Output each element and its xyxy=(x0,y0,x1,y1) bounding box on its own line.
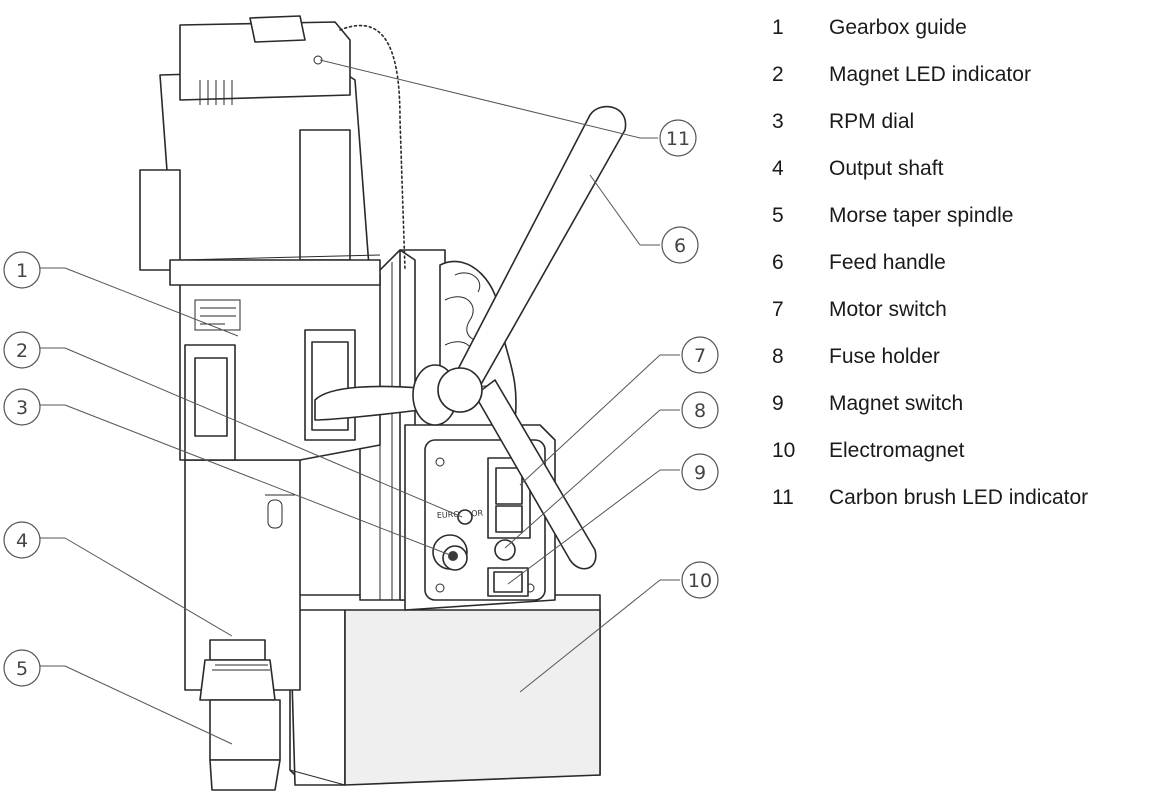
gearbox xyxy=(179,274,381,461)
parts-legend: 1 Gearbox guide 2 Magnet LED indicator 3 RP… xyxy=(772,14,1167,531)
legend-label: Morse taper spindle xyxy=(829,204,1014,227)
power-cable xyxy=(339,24,406,271)
svg-text:10: 10 xyxy=(688,570,712,592)
callout-bubble-10: 10 xyxy=(681,561,719,599)
svg-text:6: 6 xyxy=(674,235,686,257)
callout-bubble-1: 1 xyxy=(3,251,41,289)
callout-bubble-9: 9 xyxy=(681,453,719,491)
legend-item: 11 Carbon brush LED indicator xyxy=(772,484,1167,531)
legend-label: RPM dial xyxy=(829,110,915,133)
spindle-assembly xyxy=(184,459,301,791)
callout-bubble-5: 5 xyxy=(3,649,41,687)
svg-text:3: 3 xyxy=(16,397,28,419)
legend-item: 2 Magnet LED indicator xyxy=(772,61,1167,108)
control-panel: EUROBOOR xyxy=(404,424,556,611)
fuse-holder-shape xyxy=(494,539,516,561)
legend-label: Fuse holder xyxy=(829,345,940,368)
legend-item: 7 Motor switch xyxy=(772,296,1167,343)
legend-number: 11 xyxy=(772,486,794,509)
legend-label: Carbon brush LED indicator xyxy=(829,486,1089,509)
legend-label: Magnet LED indicator xyxy=(829,63,1031,86)
leader-lines xyxy=(27,59,680,745)
svg-text:1: 1 xyxy=(16,260,28,282)
legend-number: 5 xyxy=(772,204,784,227)
callout-bubble-3: 3 xyxy=(3,388,41,426)
svg-text:8: 8 xyxy=(694,400,706,422)
svg-text:5: 5 xyxy=(16,658,28,680)
svg-text:9: 9 xyxy=(694,462,706,484)
legend-number: 4 xyxy=(772,157,784,180)
electromagnet-base xyxy=(289,594,601,786)
rpm-dial-shape xyxy=(432,534,468,571)
legend-label: Magnet switch xyxy=(829,392,964,415)
callout-bubble-6: 6 xyxy=(661,226,699,264)
legend-label: Motor switch xyxy=(829,298,947,321)
svg-text:11: 11 xyxy=(666,128,690,150)
svg-text:7: 7 xyxy=(694,345,706,367)
callout-bubble-2: 2 xyxy=(3,331,41,369)
legend-item: 6 Feed handle xyxy=(772,249,1167,296)
legend-item: 3 RPM dial xyxy=(772,108,1167,155)
legend-item: 5 Morse taper spindle xyxy=(772,202,1167,249)
legend-label: Feed handle xyxy=(829,251,946,274)
legend-item: 10 Electromagnet xyxy=(772,437,1167,484)
legend-number: 8 xyxy=(772,345,784,368)
magnet-led-shape xyxy=(457,509,473,525)
legend-number: 7 xyxy=(772,298,784,321)
legend-label: Electromagnet xyxy=(829,439,965,462)
legend-number: 10 xyxy=(772,439,796,462)
callout-bubble-11: 11 xyxy=(659,119,697,157)
callout-bubble-4: 4 xyxy=(3,521,41,559)
legend-label: Gearbox guide xyxy=(829,16,967,39)
drill-illustration: EUROBOOR xyxy=(3,15,719,791)
callout-bubble-7: 7 xyxy=(681,336,719,374)
motor-housing xyxy=(139,15,381,286)
legend-number: 1 xyxy=(772,16,784,39)
legend-number: 3 xyxy=(772,110,784,133)
legend-number: 2 xyxy=(772,63,784,86)
legend-number: 6 xyxy=(772,251,784,274)
legend-item: 8 Fuse holder xyxy=(772,343,1167,390)
legend-number: 9 xyxy=(772,392,784,415)
svg-text:4: 4 xyxy=(16,530,28,552)
legend-label: Output shaft xyxy=(829,157,944,180)
magnet-switch-shape xyxy=(487,567,529,597)
legend-item: 4 Output shaft xyxy=(772,155,1167,202)
svg-text:2: 2 xyxy=(16,340,28,362)
feed-handle xyxy=(314,105,627,570)
legend-item: 9 Magnet switch xyxy=(772,390,1167,437)
callout-bubble-8: 8 xyxy=(681,391,719,429)
legend-item: 1 Gearbox guide xyxy=(772,14,1167,61)
